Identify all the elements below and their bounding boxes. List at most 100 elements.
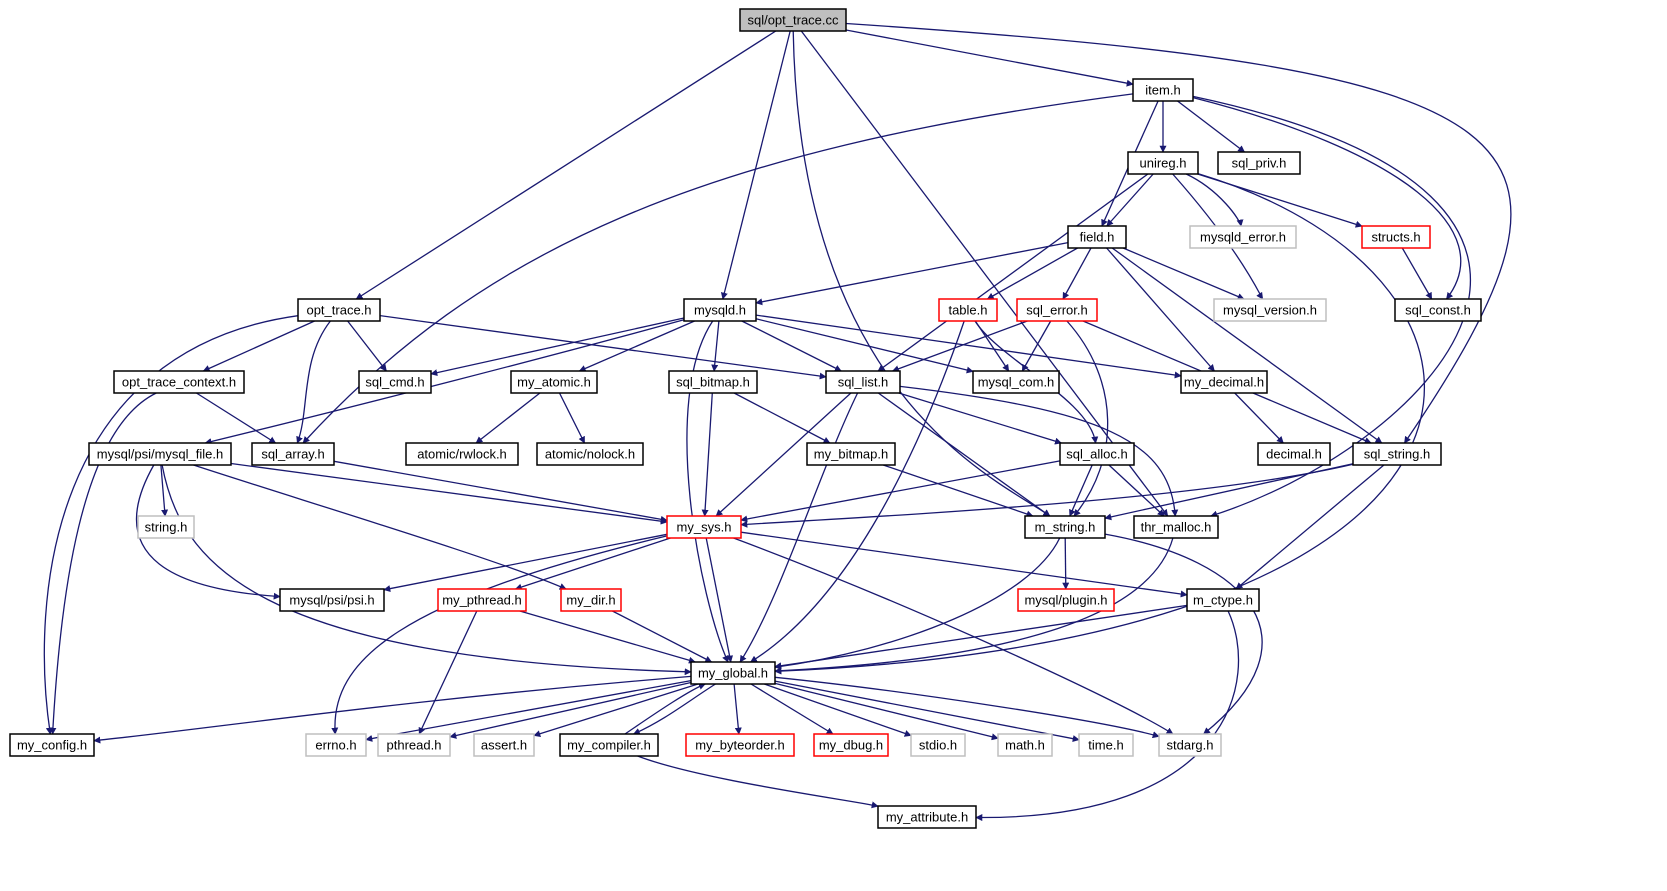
node-box[interactable]	[1180, 370, 1268, 394]
node-box[interactable]	[1213, 298, 1327, 322]
node-opt-trace-context-h[interactable]: opt_trace_context.h	[113, 370, 245, 394]
node-my-decimal-h[interactable]: my_decimal.h	[1180, 370, 1268, 394]
node-box[interactable]	[1133, 515, 1219, 539]
node-box[interactable]	[305, 733, 367, 757]
node-my-dir-h[interactable]: my_dir.h	[560, 588, 622, 612]
node-box[interactable]	[1361, 225, 1431, 249]
node-sql-const-h[interactable]: sql_const.h	[1394, 298, 1482, 322]
node-sql-alloc-h[interactable]: sql_alloc.h	[1059, 442, 1135, 466]
node-opt-trace-h[interactable]: opt_trace.h	[297, 298, 381, 322]
node-my-byteorder-h[interactable]: my_byteorder.h	[685, 733, 795, 757]
node-assert-h[interactable]: assert.h	[473, 733, 535, 757]
node-box[interactable]	[1189, 225, 1297, 249]
node-box[interactable]	[1257, 442, 1331, 466]
node-box[interactable]	[1127, 151, 1199, 175]
node-box[interactable]	[1394, 298, 1482, 322]
node-my-compiler-h[interactable]: my_compiler.h	[559, 733, 659, 757]
node-box[interactable]	[1067, 225, 1127, 249]
node-box[interactable]	[297, 298, 381, 322]
node-item-h[interactable]: item.h	[1132, 78, 1194, 102]
node-box[interactable]	[739, 8, 847, 32]
node-unireg-h[interactable]: unireg.h	[1127, 151, 1199, 175]
node-mysql-psi-psi-h[interactable]: mysql/psi/psi.h	[279, 588, 385, 612]
node-sql-cmd-h[interactable]: sql_cmd.h	[358, 370, 432, 394]
node-box[interactable]	[938, 298, 998, 322]
node-box[interactable]	[1059, 442, 1135, 466]
node-my-pthread-h[interactable]: my_pthread.h	[437, 588, 527, 612]
node-mysql-plugin-h[interactable]: mysql/plugin.h	[1017, 588, 1115, 612]
node-sql-list-h[interactable]: sql_list.h	[825, 370, 901, 394]
node-structs-h[interactable]: structs.h	[1361, 225, 1431, 249]
node-box[interactable]	[690, 661, 776, 685]
node-box[interactable]	[877, 805, 977, 829]
node-mysqld-error-h[interactable]: mysqld_error.h	[1189, 225, 1297, 249]
node-decimal-h[interactable]: decimal.h	[1257, 442, 1331, 466]
node-math-h[interactable]: math.h	[997, 733, 1053, 757]
node-time-h[interactable]: time.h	[1078, 733, 1134, 757]
node-field-h[interactable]: field.h	[1067, 225, 1127, 249]
node-errno-h[interactable]: errno.h	[305, 733, 367, 757]
node-box[interactable]	[113, 370, 245, 394]
node-pthread-h[interactable]: pthread.h	[377, 733, 451, 757]
node-box[interactable]	[473, 733, 535, 757]
node-box[interactable]	[910, 733, 966, 757]
node-box[interactable]	[1132, 78, 1194, 102]
node-box[interactable]	[685, 733, 795, 757]
node-box[interactable]	[358, 370, 432, 394]
node-box[interactable]	[666, 515, 742, 539]
node-table-h[interactable]: table.h	[938, 298, 998, 322]
node-box[interactable]	[137, 515, 195, 539]
node-sql-string-h[interactable]: sql_string.h	[1352, 442, 1442, 466]
node-mysql-version-h[interactable]: mysql_version.h	[1213, 298, 1327, 322]
node-m-string-h[interactable]: m_string.h	[1024, 515, 1106, 539]
node-box[interactable]	[997, 733, 1053, 757]
node-box[interactable]	[1158, 733, 1222, 757]
node-box[interactable]	[9, 733, 95, 757]
node-thr-malloc-h[interactable]: thr_malloc.h	[1133, 515, 1219, 539]
node-box[interactable]	[510, 370, 598, 394]
node-box[interactable]	[668, 370, 758, 394]
node-mysql-psi-mysql-file-h[interactable]: mysql/psi/mysql_file.h	[88, 442, 232, 466]
node-my-bitmap-h[interactable]: my_bitmap.h	[806, 442, 896, 466]
node-box[interactable]	[279, 588, 385, 612]
node-sql-error-h[interactable]: sql_error.h	[1016, 298, 1098, 322]
node-my-attribute-h[interactable]: my_attribute.h	[877, 805, 977, 829]
node-sql-priv-h[interactable]: sql_priv.h	[1217, 151, 1301, 175]
node-my-global-h[interactable]: my_global.h	[690, 661, 776, 685]
node-box[interactable]	[1017, 588, 1115, 612]
node-box[interactable]	[806, 442, 896, 466]
node-atomic-nolock-h[interactable]: atomic/nolock.h	[536, 442, 644, 466]
node-atomic-rwlock-h[interactable]: atomic/rwlock.h	[405, 442, 519, 466]
node-box[interactable]	[972, 370, 1060, 394]
node-my-dbug-h[interactable]: my_dbug.h	[813, 733, 889, 757]
node-m-ctype-h[interactable]: m_ctype.h	[1186, 588, 1260, 612]
node-box[interactable]	[813, 733, 889, 757]
node-box[interactable]	[1024, 515, 1106, 539]
node-opt-trace-cc[interactable]: sql/opt_trace.cc	[739, 8, 847, 32]
node-box[interactable]	[405, 442, 519, 466]
node-my-config-h[interactable]: my_config.h	[9, 733, 95, 757]
node-box[interactable]	[437, 588, 527, 612]
node-box[interactable]	[1016, 298, 1098, 322]
node-box[interactable]	[251, 442, 335, 466]
node-box[interactable]	[825, 370, 901, 394]
node-string-h[interactable]: string.h	[137, 515, 195, 539]
node-box[interactable]	[560, 588, 622, 612]
node-mysql-com-h[interactable]: mysql_com.h	[972, 370, 1060, 394]
node-sql-bitmap-h[interactable]: sql_bitmap.h	[668, 370, 758, 394]
node-box[interactable]	[88, 442, 232, 466]
node-my-atomic-h[interactable]: my_atomic.h	[510, 370, 598, 394]
node-mysqld-h[interactable]: mysqld.h	[683, 298, 757, 322]
node-stdio-h[interactable]: stdio.h	[910, 733, 966, 757]
node-box[interactable]	[536, 442, 644, 466]
node-box[interactable]	[1186, 588, 1260, 612]
node-box[interactable]	[1352, 442, 1442, 466]
node-my-sys-h[interactable]: my_sys.h	[666, 515, 742, 539]
node-box[interactable]	[1217, 151, 1301, 175]
node-box[interactable]	[683, 298, 757, 322]
node-stdarg-h[interactable]: stdarg.h	[1158, 733, 1222, 757]
node-box[interactable]	[1078, 733, 1134, 757]
node-sql-array-h[interactable]: sql_array.h	[251, 442, 335, 466]
node-box[interactable]	[559, 733, 659, 757]
node-box[interactable]	[377, 733, 451, 757]
